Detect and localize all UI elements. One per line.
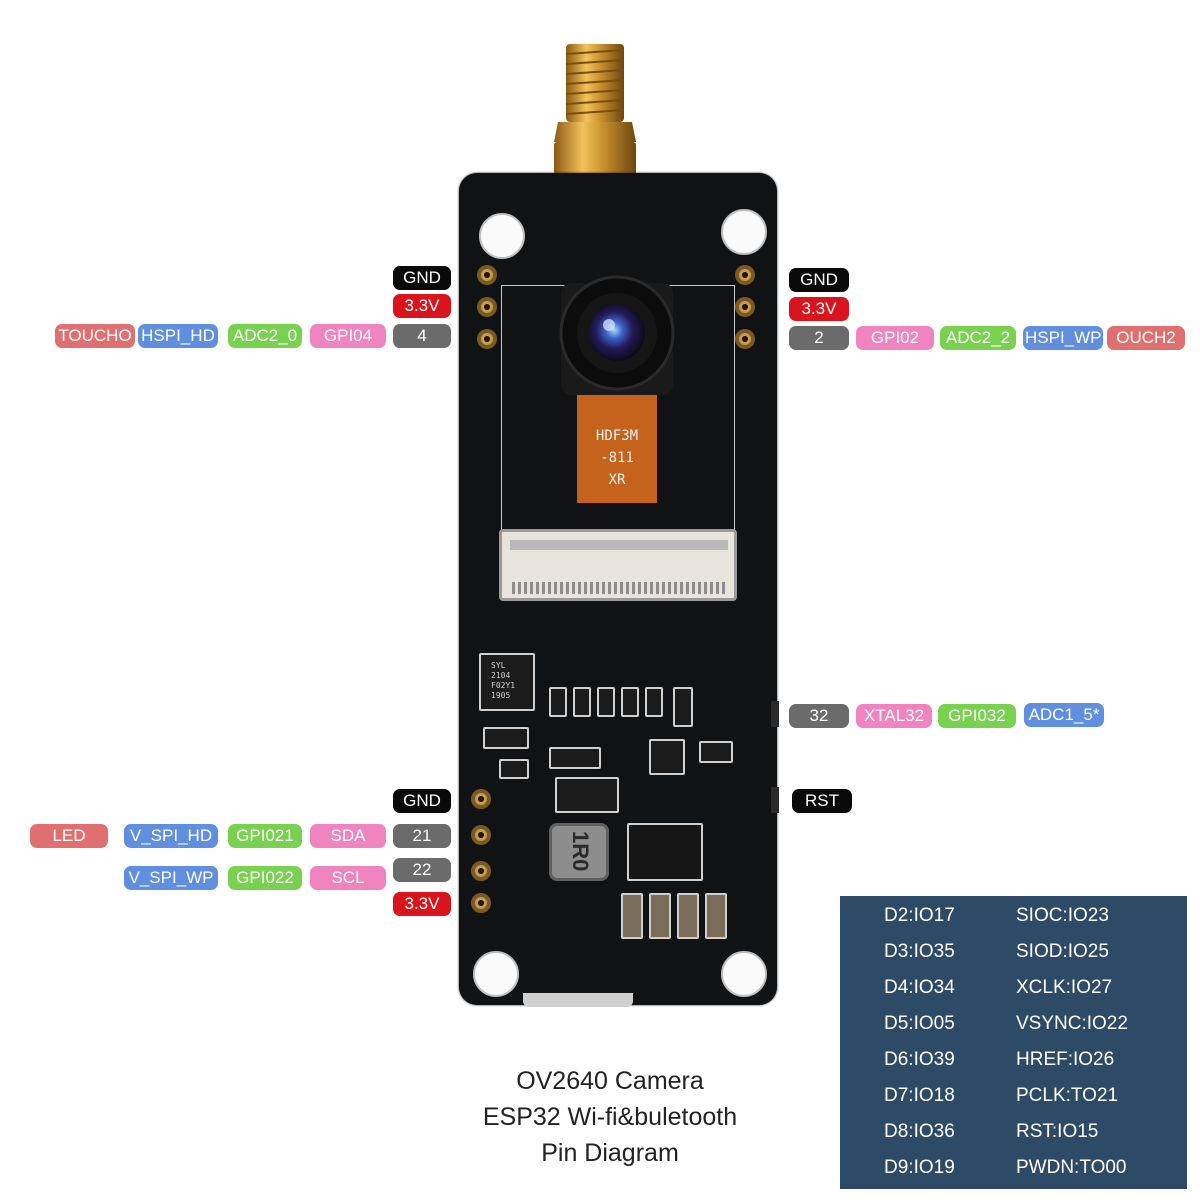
table-cell-left: D7:IO18: [884, 1085, 955, 1106]
header-pad: [471, 893, 491, 913]
smd-component: [573, 687, 591, 717]
pin-label-spi: V_SPI_WP: [124, 866, 218, 890]
table-cell-left: D2:IO17: [884, 905, 955, 926]
pin-label-spi: HSPI_HD: [138, 324, 218, 348]
fpc-connector: [499, 529, 737, 601]
table-row: D7:IO18 PCLK:TO21: [840, 1078, 1187, 1114]
pin-label-touch: TOUCHO: [55, 324, 135, 348]
pin-label-3v3: 3.3V: [393, 294, 451, 318]
capacitor: [649, 893, 671, 939]
pin-label-gpio: GPI022: [228, 866, 302, 890]
side-switch: [771, 701, 779, 727]
table-cell-right: HREF:IO26: [1016, 1049, 1115, 1070]
table-row: D8:IO36 RST:IO15: [840, 1114, 1187, 1150]
table-cell-left: D8:IO36: [884, 1121, 955, 1142]
table-cell-right: RST:IO15: [1016, 1121, 1099, 1142]
table-cell-right: XCLK:IO27: [1016, 977, 1113, 998]
header-pad: [735, 265, 755, 285]
table-cell-left: D6:IO39: [884, 1049, 955, 1070]
flex-cable-label: HDF3M -811 XR: [595, 428, 639, 488]
smd-component: [645, 687, 663, 717]
side-switch: [771, 787, 779, 813]
capacitor: [621, 893, 643, 939]
table-cell-right: PWDN:TO00: [1016, 1157, 1127, 1178]
pin-label-spi: HSPI_WP: [1023, 326, 1103, 350]
smd-component: [555, 777, 619, 813]
pin-label-adc: ADC2_2: [940, 326, 1016, 350]
mounting-hole: [473, 951, 519, 997]
pin-label-gnd: GND: [393, 266, 451, 290]
mounting-hole: [721, 951, 767, 997]
smd-component: [483, 727, 529, 749]
caption-line: ESP32 Wi-fi&buletooth: [482, 1103, 738, 1131]
table-row: D9:IO19 PWDN:TO00: [840, 1150, 1187, 1186]
smd-component: [549, 687, 567, 717]
pin-label-number: 4: [393, 324, 451, 348]
header-pad: [735, 329, 755, 349]
pin-label-rst: RST: [792, 789, 852, 813]
header-pad: [477, 329, 497, 349]
header-pad: [471, 789, 491, 809]
table-row: D2:IO17 SIOC:IO23: [840, 898, 1187, 934]
mounting-hole: [479, 213, 525, 259]
header-pad: [471, 825, 491, 845]
camera-lens-icon: [559, 275, 675, 503]
table-cell-left: D9:IO19: [884, 1157, 955, 1178]
pin-label-number: 22: [393, 858, 451, 882]
pin-label-touch: OUCH2: [1107, 326, 1185, 350]
pin-label-gpio: GPI032: [938, 704, 1016, 728]
pin-label-gnd: GND: [789, 268, 849, 292]
caption-line: Pin Diagram: [541, 1139, 679, 1167]
mounting-hole: [721, 209, 767, 255]
pin-label-adc: ADC1_5*: [1024, 703, 1104, 727]
smd-component: [699, 741, 733, 763]
usb-connector: [523, 993, 633, 1007]
caption-line: OV2640 Camera: [516, 1067, 704, 1095]
pin-label-3v3: 3.3V: [789, 297, 849, 321]
pin-label-3v3: 3.3V: [393, 892, 451, 916]
regulator-ic: [627, 823, 703, 881]
smd-component: [549, 747, 601, 769]
pin-label-gpio: GPI04: [310, 324, 386, 348]
smd-component: [597, 687, 615, 717]
table-cell-right: VSYNC:IO22: [1016, 1013, 1128, 1034]
header-pad: [477, 297, 497, 317]
smd-component: [499, 759, 529, 779]
pin-label-adc: ADC2_0: [228, 324, 302, 348]
chip-ic: SYL 2104 F02Y1 1905: [479, 653, 535, 711]
smd-component: [621, 687, 639, 717]
pin-label-xtal: XTAL32: [856, 704, 932, 728]
table-row: D6:IO39 HREF:IO26: [840, 1042, 1187, 1078]
pcb-board: HDF3M -811 XR SYL 2104 F02Y1 1905 1R0: [459, 173, 779, 1007]
table-row: D4:IO34 XCLK:IO27: [840, 970, 1187, 1006]
capacitor: [705, 893, 727, 939]
table-cell-right: SIOC:IO23: [1016, 905, 1109, 926]
table-cell-right: SIOD:IO25: [1016, 941, 1109, 962]
diagram-caption: OV2640 Camera ESP32 Wi-fi&buletooth Pin …: [400, 1063, 820, 1171]
table-cell-left: D5:IO05: [884, 1013, 955, 1034]
pin-label-number: 21: [393, 824, 451, 848]
pin-label-led: LED: [30, 824, 108, 848]
table-cell-left: D3:IO35: [884, 941, 955, 962]
pin-label-gpio: GPI02: [856, 326, 934, 350]
smd-component: [673, 687, 693, 727]
pin-label-bus: SCL: [310, 866, 386, 890]
table-row: D3:IO35 SIOD:IO25: [840, 934, 1187, 970]
pin-label-bus: SDA: [310, 824, 386, 848]
pin-label-number: 32: [789, 704, 849, 728]
camera-pin-table: D2:IO17 SIOC:IO23 D3:IO35 SIOD:IO25 D4:I…: [840, 896, 1187, 1189]
capacitor: [677, 893, 699, 939]
pin-label-gpio: GPI021: [228, 824, 302, 848]
header-pad: [735, 297, 755, 317]
table-cell-right: PCLK:TO21: [1016, 1085, 1119, 1106]
pin-label-number: 2: [789, 326, 849, 350]
table-row: D5:IO05 VSYNC:IO22: [840, 1006, 1187, 1042]
pin-label-spi: V_SPI_HD: [124, 824, 218, 848]
header-pad: [471, 861, 491, 881]
header-pad: [477, 265, 497, 285]
table-cell-left: D4:IO34: [884, 977, 955, 998]
inductor: 1R0: [549, 823, 609, 881]
smd-component: [649, 739, 685, 775]
pin-label-gnd: GND: [393, 789, 451, 813]
